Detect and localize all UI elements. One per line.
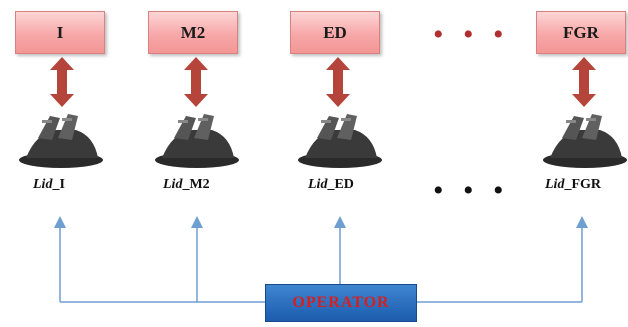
lid-label-I: Lid_I xyxy=(33,177,65,192)
pedal-device-icon xyxy=(543,114,627,168)
lid-label-M2: Lid_M2 xyxy=(163,177,210,192)
node-box-I: I xyxy=(15,11,105,54)
pedal-device-icon xyxy=(155,114,239,168)
node-box-M2: M2 xyxy=(148,11,238,54)
lid-label-FGR: Lid_FGR xyxy=(545,177,602,192)
double-arrow-I xyxy=(50,57,74,107)
node-box-ED: ED xyxy=(290,11,380,54)
double-arrow-M2 xyxy=(184,57,208,107)
ellipsis-bottom: • • • xyxy=(433,174,510,207)
double-arrow-ED xyxy=(326,57,350,107)
double-arrows xyxy=(50,57,596,107)
pedal-device-icon xyxy=(19,114,103,168)
lid-label-ED: Lid_ED xyxy=(308,177,354,192)
double-arrow-FGR xyxy=(572,57,596,107)
pedal-device-icon xyxy=(298,114,382,168)
node-box-FGR: FGR xyxy=(536,11,626,54)
ellipsis-top: • • • xyxy=(433,18,510,51)
operator-box: OPERATOR xyxy=(265,284,417,322)
